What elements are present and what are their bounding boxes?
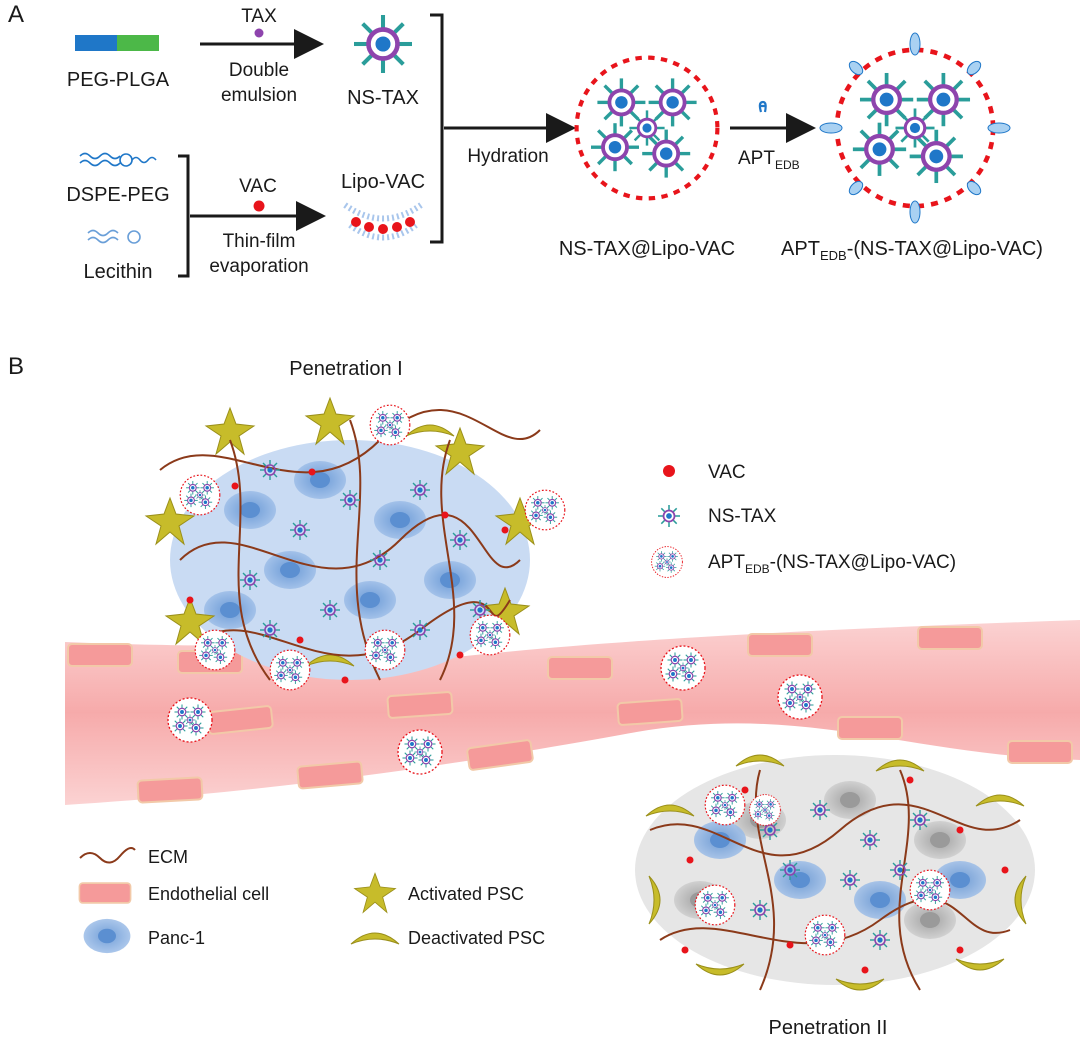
apt-edb-arrow-label: APTEDB	[738, 148, 800, 172]
vessel-particle	[778, 675, 822, 719]
panel-a: A PEG-PLGA TAX Double emulsion NS-TAX DS…	[8, 1, 1043, 283]
tax-dot-icon	[254, 28, 264, 38]
legend-deactivated-psc-label: Deactivated PSC	[408, 928, 545, 948]
peg-plga-label: PEG-PLGA	[67, 69, 170, 91]
lecithin-label: Lecithin	[84, 261, 153, 283]
legend-ns-tax-label: NS-TAX	[708, 506, 777, 527]
thin-film-label: Thin-film	[223, 231, 296, 252]
emulsion-label: emulsion	[221, 85, 297, 106]
lecithin-icon	[87, 229, 141, 244]
legend-apt-icon	[652, 547, 683, 578]
vac-dot-icon	[253, 200, 265, 212]
apt-product-icon	[819, 32, 1011, 224]
dspe-peg-label: DSPE-PEG	[66, 184, 169, 206]
panel-b: B Penetration I	[8, 353, 1080, 1038]
legend-ns-tax-icon	[657, 504, 681, 528]
hydration-label: Hydration	[467, 146, 548, 167]
legend-activated-psc-label: Activated PSC	[408, 884, 524, 904]
tumor-mass-1	[145, 397, 565, 690]
ns-tax-lipo-vac-icon	[577, 58, 718, 199]
legend-apt-label: APTEDB-(NS-TAX@Lipo-VAC)	[708, 552, 956, 576]
legend-vac-icon	[663, 465, 675, 477]
vessel-particle	[168, 698, 212, 742]
legend-panc1-icon	[83, 918, 131, 954]
lipo-vac-label: Lipo-VAC	[341, 171, 425, 193]
lipid-bracket	[178, 154, 190, 278]
plga-block-icon	[117, 35, 159, 51]
ns-tax-icon	[354, 15, 412, 73]
penetration-1-label: Penetration I	[289, 358, 402, 380]
dspe-peg-icon	[79, 152, 157, 167]
legend-vac-label: VAC	[708, 462, 746, 483]
lipo-vac-icon	[343, 202, 423, 241]
tumor-mass-2	[635, 754, 1035, 991]
vac-label: VAC	[239, 176, 277, 197]
panel-b-letter: B	[8, 353, 24, 380]
ns-tax-lipo-vac-label: NS-TAX@Lipo-VAC	[559, 238, 735, 260]
ns-tax-label: NS-TAX	[347, 87, 419, 109]
apt-edb-icon	[758, 100, 767, 113]
legend-ecm-icon	[79, 847, 136, 864]
vessel-particle	[661, 646, 705, 690]
hydration-bracket	[430, 13, 444, 244]
peg-block-icon	[75, 35, 117, 51]
legend-top: VAC NS-TAX APTEDB-(NS-TAX@Lipo-VAC)	[652, 462, 956, 577]
tax-label: TAX	[241, 6, 277, 27]
vessel-particle	[398, 730, 442, 774]
double-label: Double	[229, 60, 289, 81]
apt-product-label: APTEDB-(NS-TAX@Lipo-VAC)	[781, 238, 1043, 263]
legend-panc1-label: Panc-1	[148, 928, 205, 948]
legend-bottom: ECM Endothelial cell Panc-1 Activated PS…	[78, 847, 545, 954]
legend-endothelial-icon	[78, 882, 132, 904]
legend-activated-psc-icon	[354, 872, 396, 913]
evaporation-label: evaporation	[209, 256, 308, 277]
legend-ecm-label: ECM	[148, 847, 188, 867]
legend-endothelial-label: Endothelial cell	[148, 884, 269, 904]
panel-a-letter: A	[8, 1, 24, 28]
penetration-2-label: Penetration II	[769, 1017, 888, 1038]
legend-deactivated-psc-icon	[350, 932, 400, 945]
